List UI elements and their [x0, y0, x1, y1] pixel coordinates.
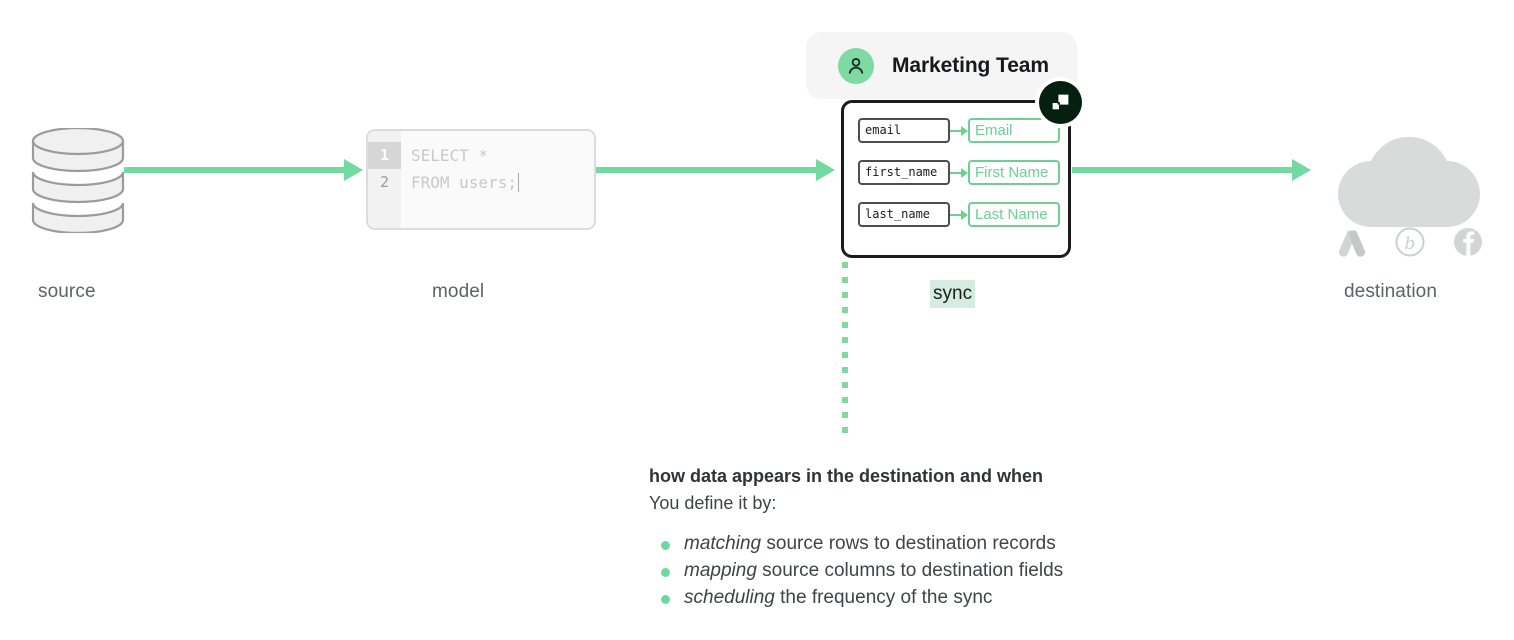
- connector-dot: [842, 352, 848, 358]
- mapping-arrow-icon: [950, 167, 968, 179]
- bullet-dot-icon: [661, 568, 670, 577]
- sync-label: sync: [930, 280, 976, 308]
- bullet-rest: source rows to destination records: [761, 533, 1056, 554]
- sync-card[interactable]: email Email first_name First Name last_n…: [841, 100, 1071, 258]
- bullet-dot-icon: [661, 541, 670, 550]
- bullet-emphasis: matching: [684, 533, 762, 554]
- arrow-model-to-sync: [596, 167, 818, 173]
- marketing-team-badge[interactable]: Marketing Team: [806, 32, 1077, 99]
- connector-dot: [842, 337, 848, 343]
- bullet-dot-icon: [661, 595, 670, 604]
- connector-dot: [842, 367, 848, 373]
- bullet-emphasis: scheduling: [684, 587, 775, 608]
- source-field[interactable]: email: [858, 118, 950, 143]
- connector-dot: [842, 277, 848, 283]
- bullet-emphasis: mapping: [684, 560, 757, 581]
- copy-bullet-list: matching source rows to destination reco…: [649, 530, 1349, 611]
- arrow-model-to-sync-head: [816, 159, 835, 181]
- bullet-rest: source columns to destination fields: [756, 560, 1064, 581]
- connector-dot: [842, 397, 848, 403]
- text-caret: [517, 173, 519, 192]
- arrow-sync-to-destination: [1072, 167, 1294, 173]
- list-item: mapping source columns to destination fi…: [649, 557, 1349, 584]
- editor-code-area[interactable]: SELECT * FROM users;: [401, 131, 594, 228]
- code-line-2-text: FROM users;: [411, 173, 517, 192]
- connector-dot: [842, 412, 848, 418]
- user-icon: [838, 47, 874, 84]
- list-item: matching source rows to destination reco…: [649, 530, 1349, 557]
- mapping-arrow-icon: [950, 125, 968, 137]
- svg-text:b: b: [1405, 234, 1416, 254]
- mapping-row[interactable]: last_name Last Name: [844, 201, 1068, 228]
- code-line-1: SELECT *: [411, 146, 489, 165]
- cloud-icon: [1325, 130, 1490, 260]
- code-line-2: FROM users;: [411, 169, 594, 196]
- connector-dot: [842, 322, 848, 328]
- team-name-label: Marketing Team: [892, 53, 1049, 77]
- copy-subheading: You define it by:: [649, 493, 777, 513]
- connector-dot: [842, 382, 848, 388]
- arrow-source-to-model-head: [344, 159, 363, 181]
- list-item: scheduling the frequency of the sync: [649, 584, 1349, 611]
- bullet-rest: the frequency of the sync: [774, 587, 993, 608]
- editor-gutter: 1 2: [368, 131, 401, 228]
- destination-field[interactable]: First Name: [968, 160, 1060, 185]
- model-code-editor[interactable]: 1 2 SELECT * FROM users;: [366, 129, 596, 230]
- sync-dotted-connector: [842, 262, 849, 433]
- mapping-row[interactable]: first_name First Name: [844, 159, 1068, 186]
- copy-heading: how data appears in the destination and …: [649, 466, 1044, 486]
- arrow-sync-to-destination-head: [1292, 159, 1311, 181]
- connector-dot: [842, 292, 848, 298]
- line-number-2: 2: [379, 173, 390, 191]
- model-label: model: [432, 281, 485, 302]
- source-database-icon: [28, 126, 128, 235]
- source-label: source: [38, 281, 96, 302]
- mapping-row[interactable]: email Email: [844, 117, 1068, 144]
- destination-platform-icons: b: [1335, 226, 1485, 262]
- mapping-arrow-icon: [950, 209, 968, 221]
- connector-dot: [842, 427, 848, 433]
- google-ads-icon: [1335, 225, 1369, 264]
- arrow-source-to-model: [124, 167, 346, 173]
- connector-dot: [842, 307, 848, 313]
- hightouch-logo-icon: [1039, 81, 1082, 124]
- braze-icon: b: [1393, 225, 1427, 264]
- explanation-copy: how data appears in the destination and …: [649, 463, 1349, 611]
- source-field[interactable]: last_name: [858, 202, 950, 227]
- facebook-icon: [1451, 225, 1485, 264]
- destination-field[interactable]: Last Name: [968, 202, 1060, 227]
- line-number-1: 1: [368, 142, 401, 169]
- connector-dot: [842, 262, 848, 268]
- destination-label: destination: [1344, 281, 1438, 302]
- source-field[interactable]: first_name: [858, 160, 950, 185]
- destination-field[interactable]: Email: [968, 118, 1060, 143]
